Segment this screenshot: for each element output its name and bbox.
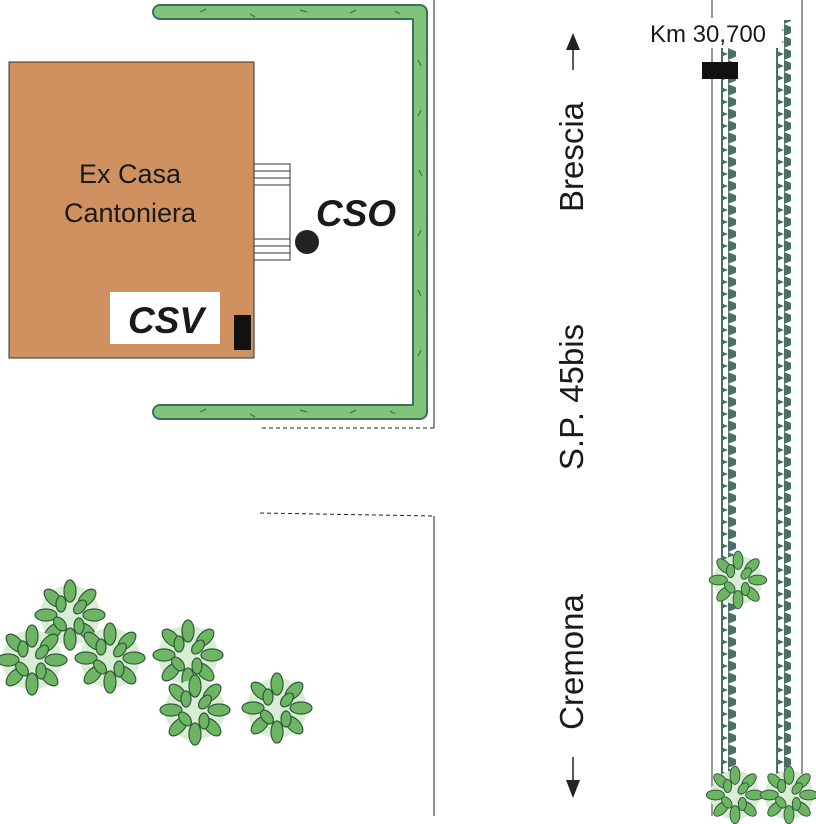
km-post-icon (702, 62, 738, 79)
tree-icon (708, 550, 768, 610)
guardrail-right (776, 20, 791, 810)
direction-cremona: Cremona (553, 593, 590, 729)
tree-icon (74, 622, 146, 694)
tree-icon (159, 674, 231, 746)
guardrail-left (721, 20, 736, 810)
hedge (152, 4, 428, 420)
tree-icon (152, 619, 224, 691)
cso-marker: CSO (295, 193, 396, 254)
csv-marker: CSV (110, 292, 251, 350)
tree-icon (759, 765, 816, 824)
direction-brescia: Brescia (553, 101, 590, 212)
arrow-up-icon (566, 33, 580, 70)
cso-dot-icon (295, 230, 319, 254)
building-name-line1: Ex Casa (79, 159, 182, 189)
arrow-down-icon (566, 757, 580, 798)
csv-box-icon (234, 315, 251, 350)
tree-cluster (0, 579, 313, 746)
entrance-steps (253, 163, 291, 261)
road-labels: Brescia S.P. 45bis Cremona (553, 33, 590, 798)
km-marker-label: Km 30,700 (650, 21, 766, 48)
building-name-line2: Cantoniera (64, 198, 197, 228)
csv-label: CSV (128, 300, 207, 341)
road-name: S.P. 45bis (553, 324, 590, 470)
tree-icon (0, 624, 68, 696)
tree-icon (705, 765, 765, 824)
road-edge-lines (711, 0, 803, 816)
property-boundary (259, 0, 435, 816)
cso-label: CSO (316, 193, 396, 234)
km-marker: Km 30,700 (630, 18, 782, 79)
tree-icon (241, 672, 313, 744)
